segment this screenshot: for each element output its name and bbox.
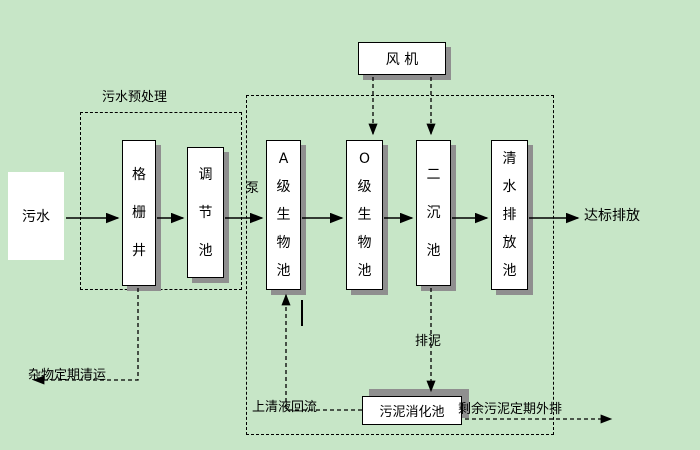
o-bio-tank-label: O级生物池 (357, 151, 372, 279)
sludge-digestion-tank: 污泥消化池 (362, 396, 462, 425)
debris-removal-label: 杂物定期清运 (28, 368, 107, 383)
effluent-label: 达标排放 (584, 208, 640, 224)
grid-well-label: 格栅井 (132, 167, 146, 259)
sludge-digestion-label: 污泥消化池 (379, 405, 445, 420)
secondary-sedimentation-tank: 二沉池 (416, 140, 451, 286)
regulating-tank-label: 调节池 (198, 166, 213, 259)
o-bio-tank: O级生物池 (346, 140, 383, 290)
secondary-sedimentation-label: 二沉池 (426, 167, 441, 259)
supernatant-return-label: 上清液回流 (252, 400, 318, 415)
clean-water-discharge-label: 清水排放池 (502, 151, 517, 279)
clean-water-discharge-tank: 清水排放池 (491, 140, 528, 290)
grid-well-tank: 格栅井 (122, 140, 156, 286)
main-treatment-dashed-boundary (246, 95, 554, 435)
regulating-tank: 调节池 (187, 147, 224, 278)
a-bio-tank-label: A级生物池 (276, 151, 291, 279)
pretreatment-dashed-boundary (80, 112, 242, 290)
sludge-discharge-label: 排泥 (415, 334, 442, 349)
pump-label: 泵 (246, 181, 260, 196)
influent-box: 污水 (8, 172, 64, 260)
fan-label: 风 机 (385, 51, 419, 68)
influent-label: 污水 (22, 209, 50, 225)
pretreatment-title: 污水预处理 (102, 90, 168, 105)
fan-box: 风 机 (358, 42, 446, 75)
excess-sludge-label: 剩余污泥定期外排 (458, 402, 563, 417)
a-bio-tank: A级生物池 (266, 140, 301, 290)
